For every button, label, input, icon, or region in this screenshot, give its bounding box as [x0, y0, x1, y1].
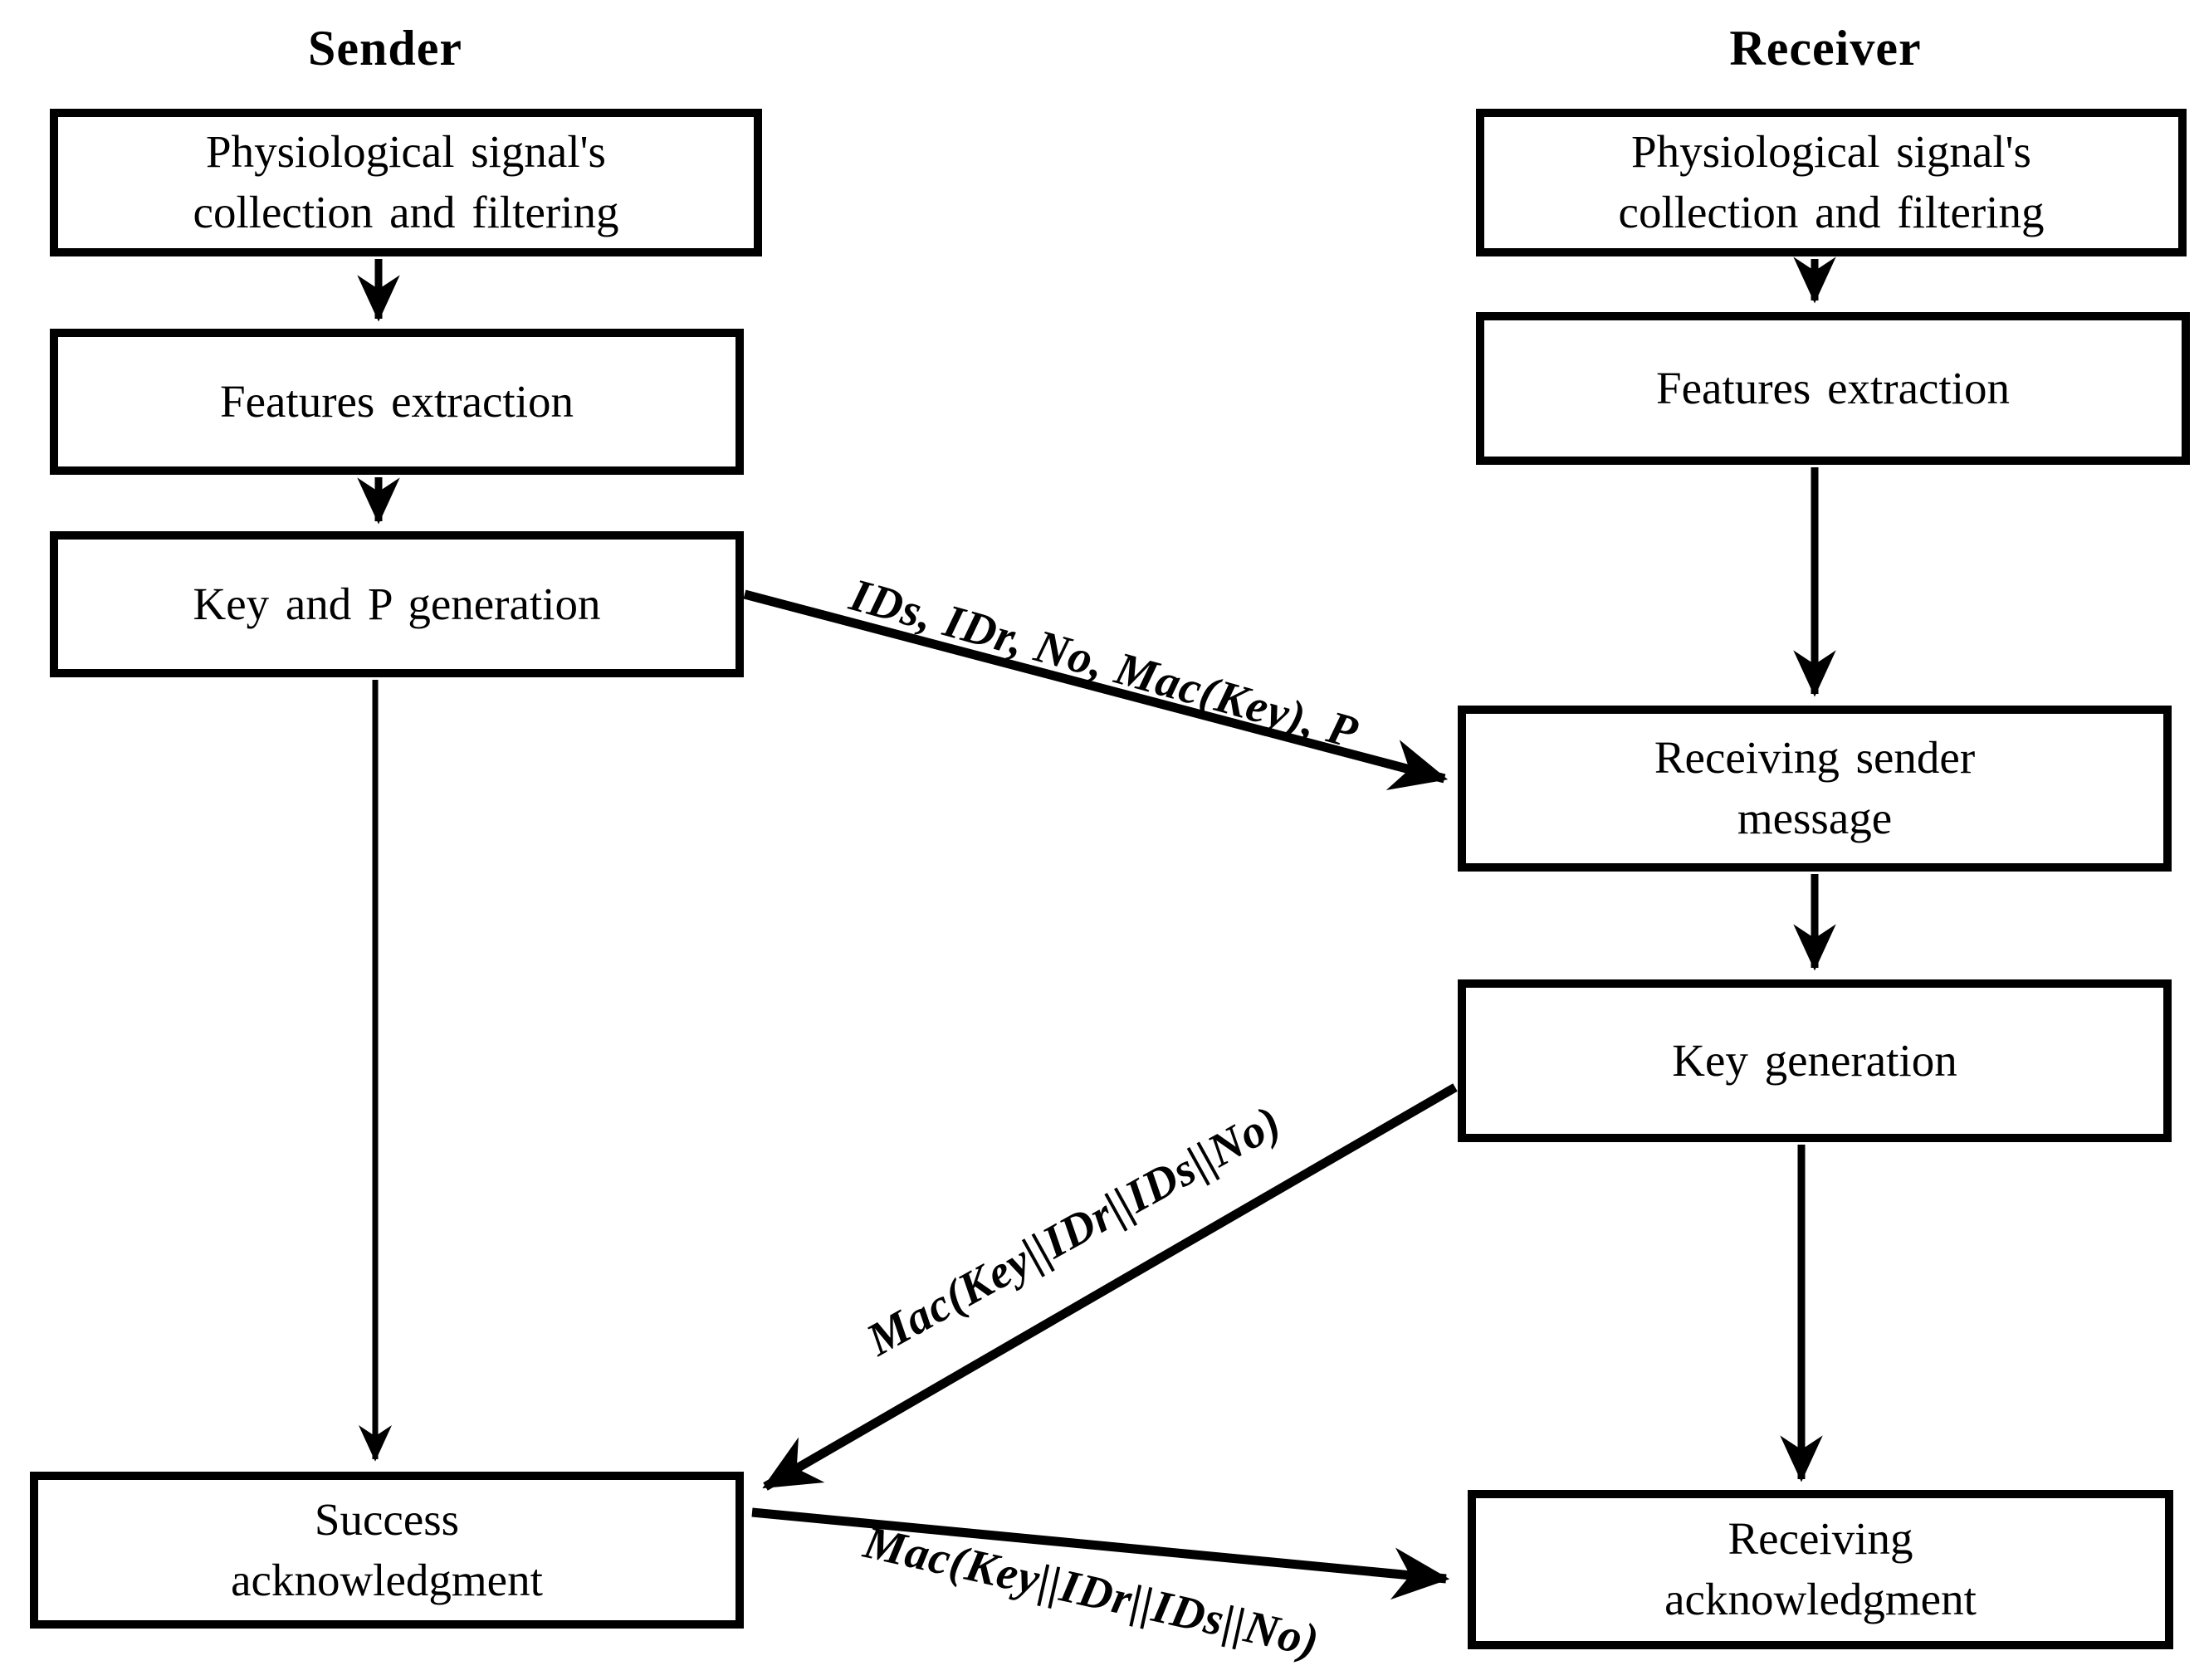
receiver-box-signal-collection-label: Physiological signal's collection and fi… — [1618, 126, 2045, 237]
arrow-message-mac-to-receiving-ack — [751, 1507, 1450, 1600]
receiver-box-receiving-acknowledgment-label: Receiving acknowledgment — [1664, 1513, 1977, 1624]
receiver-box-receiving-sender-message-label: Receiving sender message — [1654, 732, 1976, 843]
receiver-box-key-generation-label: Key generation — [1672, 1034, 1957, 1086]
sender-box-key-and-p-generation-label: Key and P generation — [193, 578, 601, 629]
sender-box-features-extraction-label: Features extraction — [220, 375, 574, 427]
sender-box-signal-collection-label: Physiological signal's collection and fi… — [193, 126, 619, 237]
sender-box-success-acknowledgment-label: Success acknowledgment — [231, 1493, 543, 1605]
receiver-box-receiving-acknowledgment: Receiving acknowledgment — [1468, 1490, 2173, 1649]
receiver-box-features-extraction-label: Features extraction — [1656, 362, 2010, 413]
arrow-message-mac-to-success-ack — [762, 1083, 1458, 1491]
receiver-box-receiving-sender-message: Receiving sender message — [1458, 706, 2172, 872]
arrow-message-ids-idr-no-mac-p — [743, 589, 1449, 791]
receiver-box-features-extraction: Features extraction — [1476, 312, 2190, 465]
receiver-box-signal-collection: Physiological signal's collection and fi… — [1476, 109, 2187, 256]
sender-column-title: Sender — [308, 21, 462, 76]
sender-box-success-acknowledgment: Success acknowledgment — [30, 1472, 744, 1629]
receiver-box-key-generation: Key generation — [1458, 979, 2172, 1142]
sender-box-key-and-p-generation: Key and P generation — [50, 531, 744, 677]
receiver-column-title: Receiver — [1729, 21, 1922, 76]
sender-box-signal-collection: Physiological signal's collection and fi… — [50, 109, 762, 256]
sender-box-features-extraction: Features extraction — [50, 329, 744, 475]
